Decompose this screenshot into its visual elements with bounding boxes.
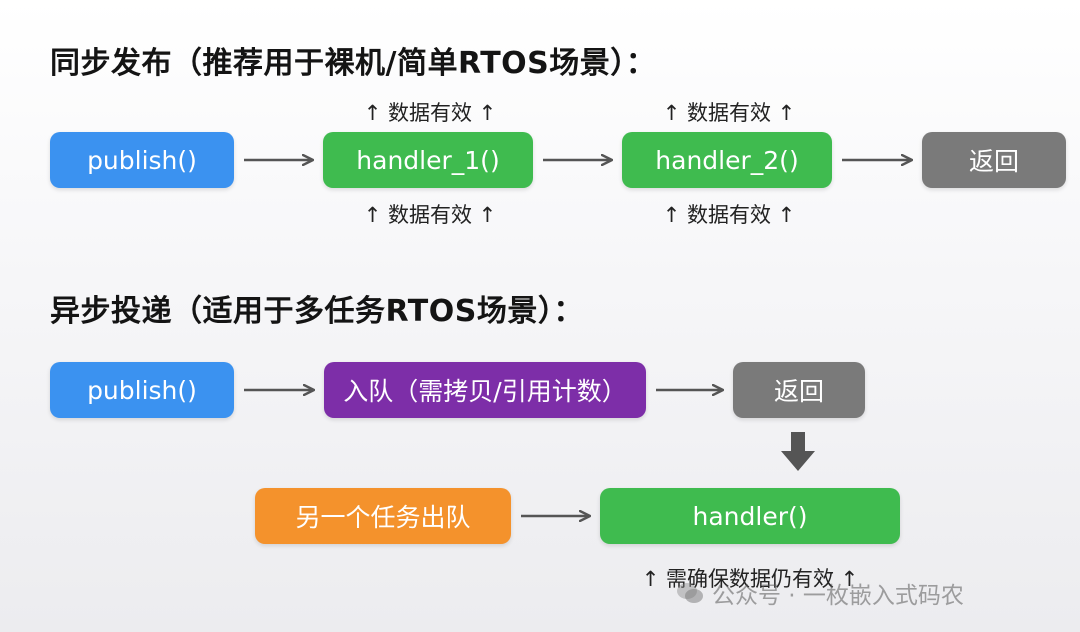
wechat-icon (676, 581, 704, 605)
async-handler-note: ↑ 需确保数据仍有效 ↑ (641, 567, 859, 591)
sync-handler2-note-bottom: ↑ 数据有效 ↑ (662, 203, 796, 227)
sync-handler1-node: handler_1() (323, 132, 533, 188)
sync-section-title: 同步发布（推荐用于裸机/简单RTOS场景）： (50, 46, 657, 81)
async-section-title: 异步投递（适用于多任务RTOS场景）： (50, 294, 584, 329)
async-return-node: 返回 (733, 362, 865, 418)
sync-handler1-note-top: ↑ 数据有效 ↑ (363, 101, 497, 125)
async-enqueue-node: 入队（需拷贝/引用计数） (324, 362, 646, 418)
async-dequeue-node: 另一个任务出队 (255, 488, 511, 544)
sync-handler2-note-top: ↑ 数据有效 ↑ (662, 101, 796, 125)
async-publish-node: publish() (50, 362, 234, 418)
sync-return-node: 返回 (922, 132, 1066, 188)
watermark: 公众号 · 一枚嵌入式码农 (676, 576, 964, 610)
arrow-return-down-to-handler (781, 432, 815, 471)
sync-publish-node: publish() (50, 132, 234, 188)
sync-handler2-node: handler_2() (622, 132, 832, 188)
watermark-text: 公众号 · 一枚嵌入式码农 (712, 583, 964, 609)
sync-handler1-note-bottom: ↑ 数据有效 ↑ (363, 203, 497, 227)
async-handler-node: handler() (600, 488, 900, 544)
